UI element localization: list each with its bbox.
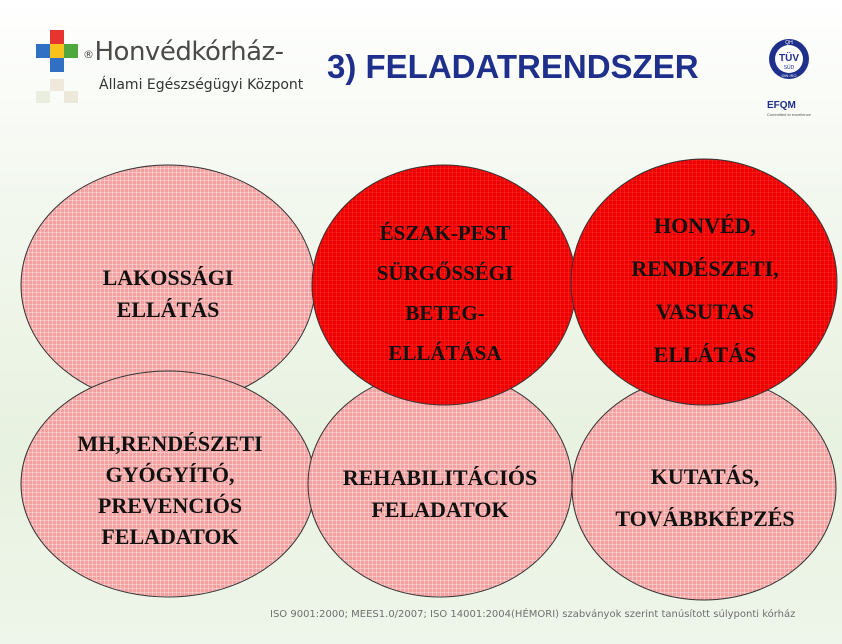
circle-line: MH,RENDÉSZETI [77, 431, 263, 456]
circle-text-rehabilitacios: REHABILITÁCIÓS FELADATOK [305, 462, 575, 526]
footer-certification-note: ISO 9001:2000; MEES1.0/2007; ISO 14001:2… [270, 609, 796, 620]
tuv-bottom-label: DIN ISO [782, 73, 797, 78]
circle-line: RENDÉSZETI, [631, 256, 779, 281]
circle-line: ELLÁTÁS [653, 342, 757, 367]
circle-honved [570, 158, 838, 406]
circle-line: FELADATOK [371, 497, 509, 522]
circle-text-mh-rendeszeti: MH,RENDÉSZETI GYÓGYÍTÓ, PREVENCIÓS FELAD… [50, 428, 290, 552]
circle-line: ELLÁTÁSA [388, 341, 502, 365]
efqm-logo: EFQM Committed to excellence [767, 100, 817, 122]
efqm-tagline: Committed to excellence [767, 112, 811, 117]
circle-line: BETEG- [405, 301, 485, 325]
circle-text-honved: HONVÉD, RENDÉSZETI, VASUTAS ELLÁTÁS [590, 204, 820, 376]
tuv-sub-label: SÜD [784, 64, 795, 71]
circle-line: HONVÉD, [653, 213, 757, 238]
cross-logo-icon [36, 30, 78, 103]
logo-subtitle: Állami Egészségügyi Központ [99, 77, 304, 93]
efqm-label: EFQM [767, 100, 796, 111]
tuv-top-label: QH [785, 40, 793, 46]
circle-text-kutatas: KUTATÁS, TOVÁBBKÉPZÉS [585, 456, 825, 540]
circle-line: GYÓGYÍTÓ, [105, 462, 235, 487]
circle-line: VASUTAS [655, 299, 755, 324]
circle-line: FELADATOK [101, 524, 239, 549]
page-title: 3) FELADATRENDSZER [327, 48, 699, 85]
circle-text-eszak-pest: ÉSZAK-PEST SÜRGŐSSÉGI BETEG- ELLÁTÁSA [330, 213, 560, 373]
tuv-certification-badge: QH TÜV SÜD DIN ISO [769, 39, 809, 79]
tuv-main-label: TÜV [779, 51, 799, 64]
circle-line: REHABILITÁCIÓS [342, 465, 538, 490]
circle-line: TOVÁBBKÉPZÉS [615, 506, 795, 531]
circle-line: LAKOSSÁGI [102, 265, 234, 290]
hospital-logo: ®Honvédkórház- Állami Egészségügyi Közpo… [33, 27, 313, 107]
circle-text-lakossagi: LAKOSSÁGI ELLÁTÁS [78, 262, 258, 326]
circle-line: PREVENCIÓS [97, 493, 243, 518]
circle-line: ÉSZAK-PEST [379, 221, 511, 245]
logo-name: ®Honvédkórház- [83, 37, 284, 67]
circle-line: SÜRGŐSSÉGI [376, 261, 514, 285]
circle-line: ELLÁTÁS [116, 297, 220, 322]
circle-line: KUTATÁS, [650, 464, 760, 489]
